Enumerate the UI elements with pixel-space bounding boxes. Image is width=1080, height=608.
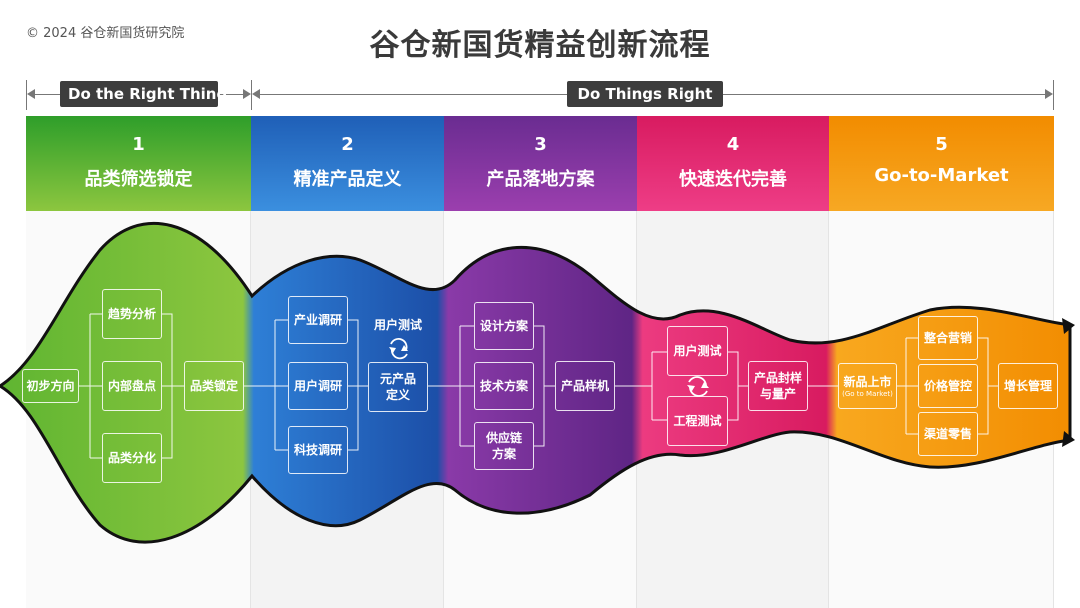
arrow-head-top-icon	[1062, 318, 1075, 334]
cycle-icon-stage-4	[687, 376, 709, 397]
node-supply-line-1: 供应链	[485, 431, 522, 445]
phase-divider-right	[1053, 80, 1054, 110]
node-meta-definition: 元产品 定义	[368, 362, 428, 412]
stage-name: 精准产品定义	[293, 169, 402, 190]
stage-header-4: 4 快速迭代完善	[637, 116, 829, 211]
arrow-left-icon	[252, 89, 260, 99]
node-retail: 渠道零售	[918, 412, 978, 456]
phase-divider-left	[26, 80, 27, 110]
node-user-test: 用户测试	[373, 318, 422, 332]
stage-header-5: 5 Go-to-Market	[829, 116, 1054, 211]
stage-number: 3	[534, 134, 547, 155]
node-tech-research: 科技调研	[288, 426, 348, 474]
stage-number: 5	[935, 134, 948, 155]
node-seal-line-1: 产品封样	[753, 371, 802, 385]
node-launch-label: 新品上市	[843, 374, 892, 389]
node-user-research: 用户调研	[288, 362, 348, 410]
stage-name: Go-to-Market	[874, 165, 1009, 186]
node-user-test-4: 用户测试	[667, 326, 728, 376]
node-launch-sub: (Go to Market)	[842, 389, 893, 398]
node-industry: 产业调研	[288, 296, 348, 344]
stage-name: 产品落地方案	[486, 169, 595, 190]
node-supply-line-2: 方案	[491, 447, 516, 461]
node-pricing: 价格管控	[918, 364, 978, 408]
node-trend: 趋势分析	[102, 289, 162, 339]
node-meta-line-1: 元产品	[379, 372, 416, 386]
arrow-head-bottom-icon	[1062, 431, 1075, 447]
cycle-icon-stage-2	[389, 338, 408, 360]
node-diff: 品类分化	[102, 433, 162, 483]
page-title: 谷仓新国货精益创新流程	[369, 28, 711, 63]
stage-name: 品类筛选锁定	[84, 169, 193, 190]
stage-header-3: 3 产品落地方案	[444, 116, 637, 211]
node-start: 初步方向	[22, 369, 79, 403]
copyright-text: © 2024 谷仓新国货研究院	[26, 26, 185, 41]
node-growth: 增长管理	[998, 363, 1058, 409]
stage-number: 1	[132, 134, 145, 155]
node-supply: 供应链 方案	[474, 422, 534, 470]
stage-number: 4	[726, 134, 740, 155]
node-eng-test: 工程测试	[667, 396, 728, 446]
node-design: 设计方案	[474, 302, 534, 350]
node-meta-line-2: 定义	[385, 388, 410, 402]
stage-name: 快速迭代完善	[679, 169, 787, 190]
node-integrated: 整合营销	[918, 316, 978, 360]
node-prototype: 产品样机	[555, 361, 615, 411]
phase-label-right-thing: Do the Right Thing	[60, 81, 227, 107]
node-seal-line-2: 与量产	[759, 387, 796, 401]
arrow-left-icon	[27, 89, 35, 99]
node-seal: 产品封样 与量产	[748, 361, 808, 411]
phase-divider-middle	[251, 80, 252, 110]
stage-header-2: 2 精准产品定义	[251, 116, 444, 211]
arrow-right-icon	[1045, 89, 1053, 99]
phase-label-things-right: Do Things Right	[567, 81, 723, 107]
node-lock: 品类锁定	[184, 361, 244, 411]
node-launch: 新品上市 (Go to Market)	[838, 363, 897, 409]
stage-header-1: 1 品类筛选锁定	[26, 116, 251, 211]
node-tech-plan: 技术方案	[474, 362, 534, 410]
arrow-right-icon	[243, 89, 251, 99]
stage-number: 2	[341, 134, 354, 155]
node-inventory: 内部盘点	[102, 361, 162, 411]
